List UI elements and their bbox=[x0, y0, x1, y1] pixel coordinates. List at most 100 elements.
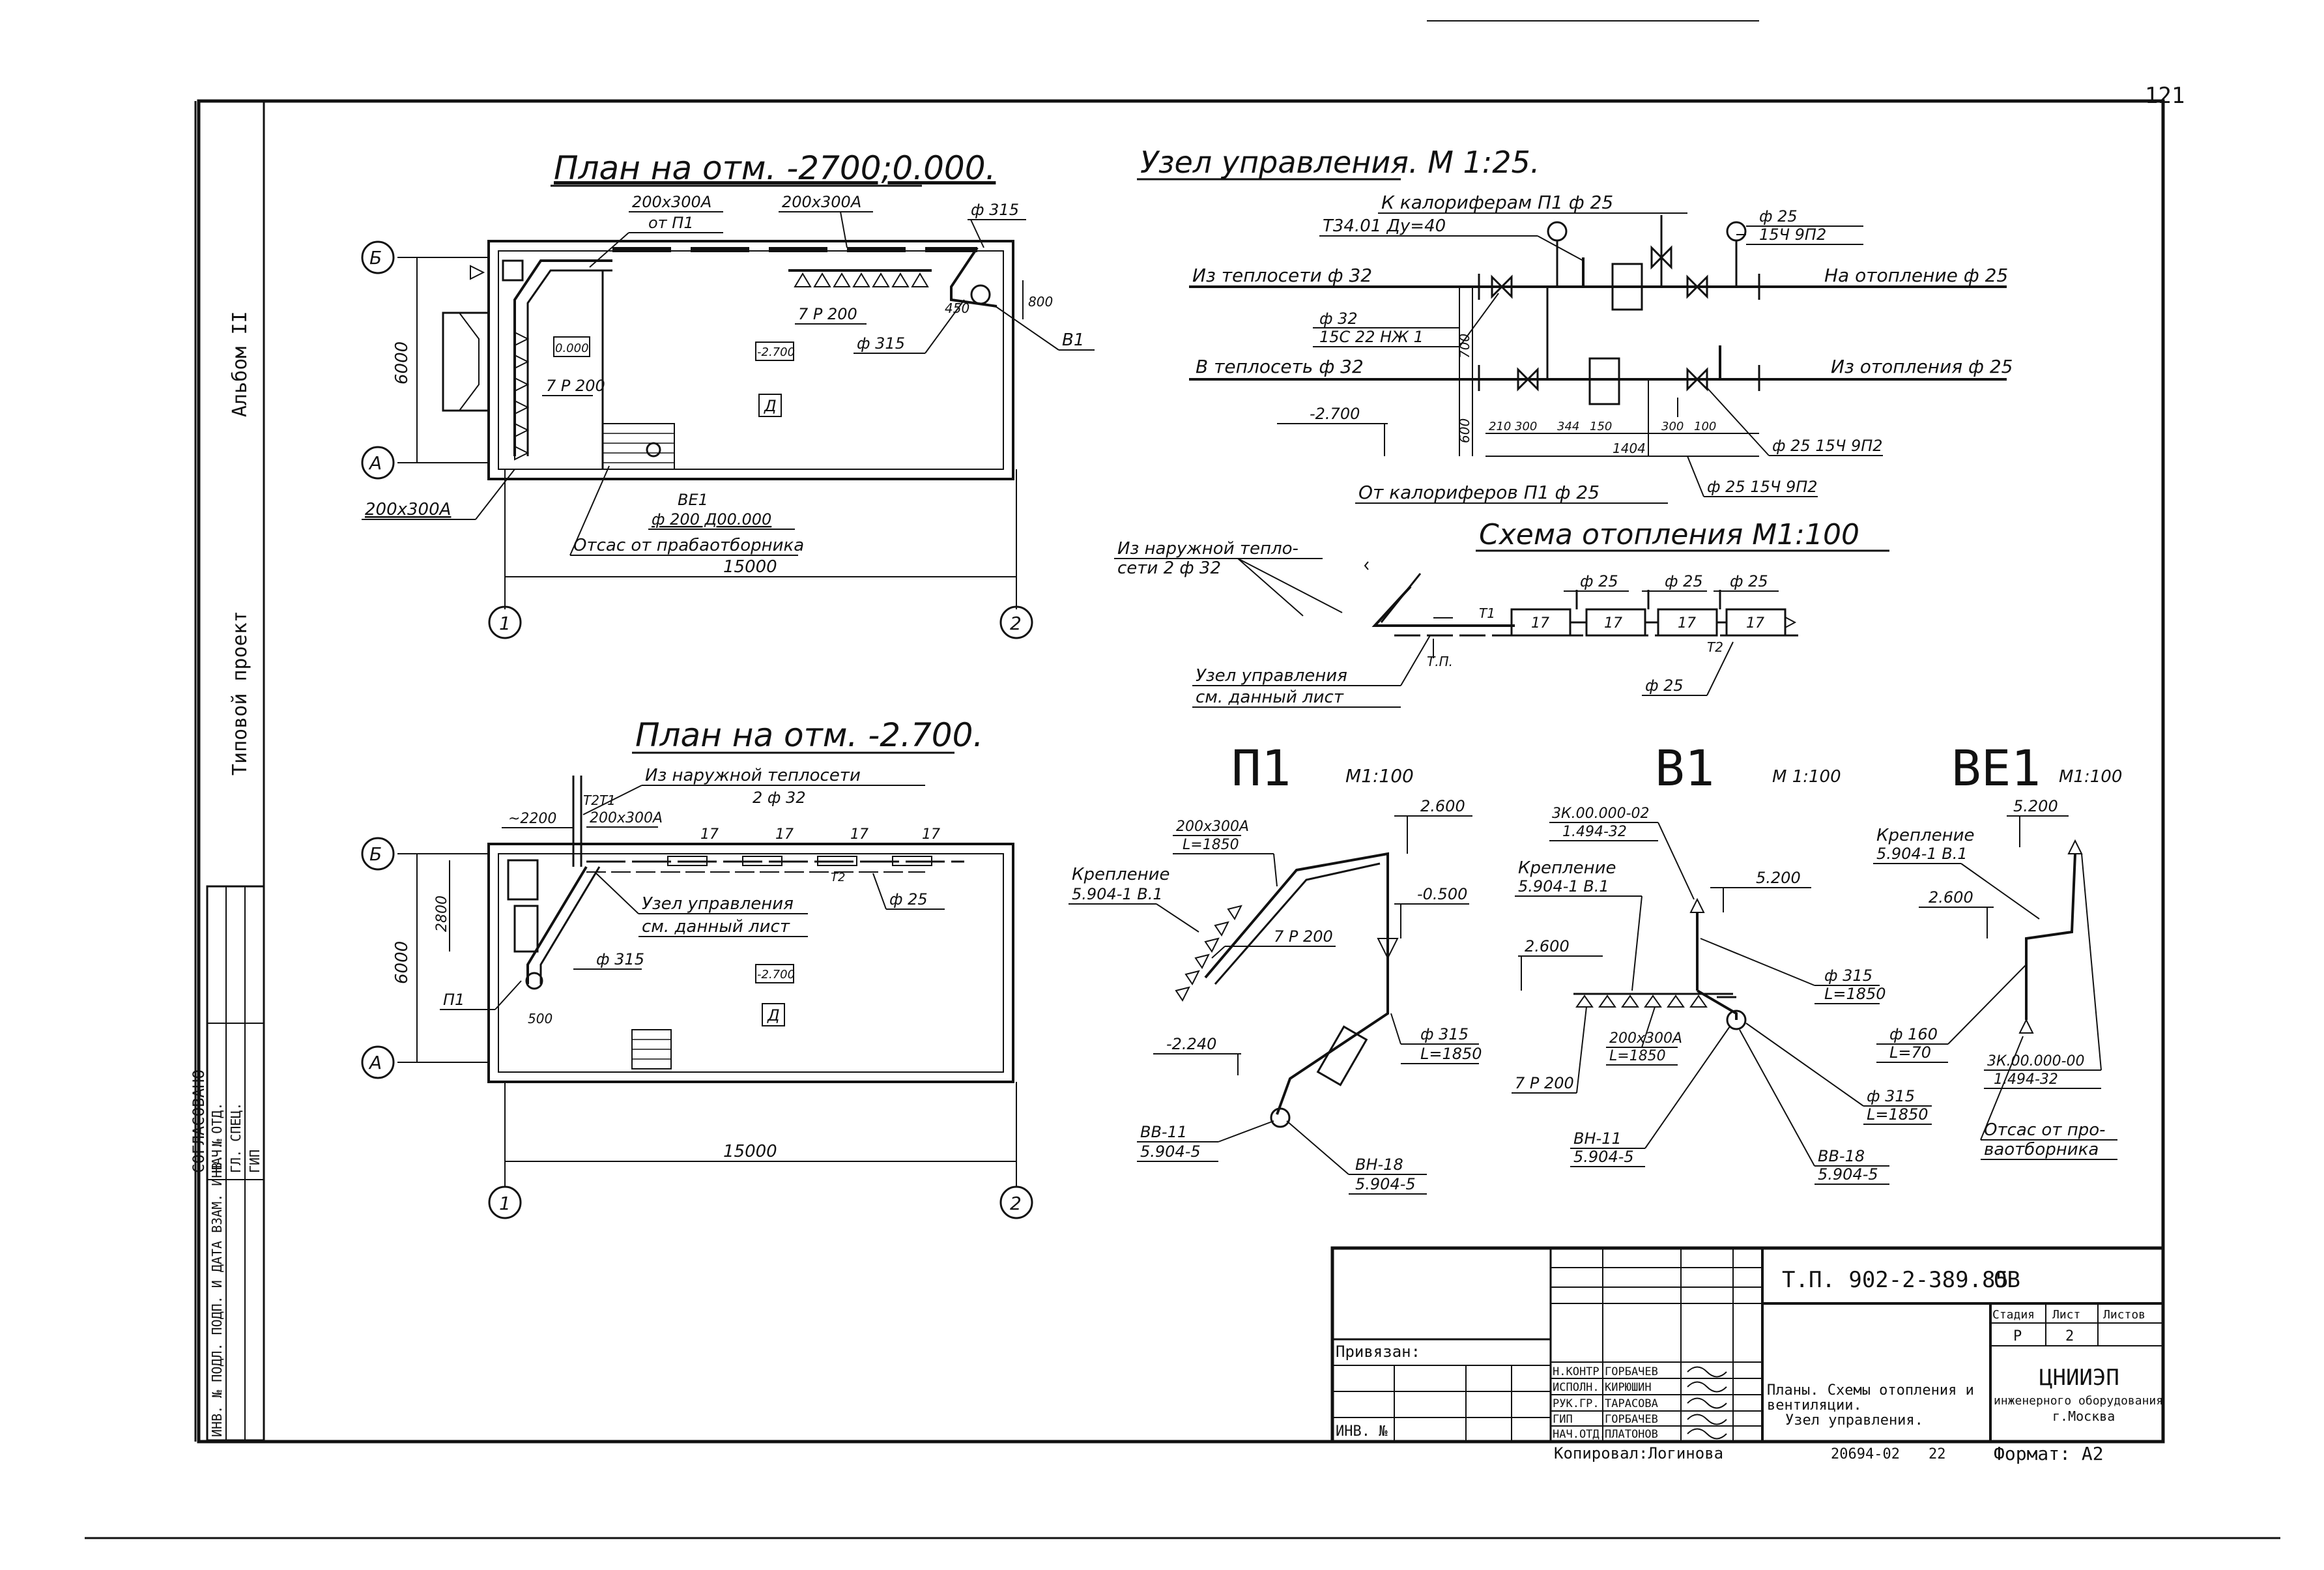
plan-bottom-axis-b: Б bbox=[369, 843, 382, 865]
signature-2 bbox=[1687, 1381, 1727, 1393]
node-d300a: 300 bbox=[1515, 420, 1537, 433]
plan-top-title: План на отм. -2700;0.000. bbox=[554, 149, 996, 187]
control-node: Узел управления. М 1:25. 700 600 bbox=[1137, 145, 2013, 504]
plan-bottom-heater-4: 17 bbox=[922, 826, 940, 843]
p1-vb11: ВВ-11 bbox=[1140, 1123, 1187, 1141]
stamp-doc-number: Т.П. 902-2-389.85 bbox=[1782, 1267, 2009, 1293]
title-block: Привязан: ИНВ. № Н.КОНТР ИСПОЛН. РУК.ГР.… bbox=[1330, 1246, 2165, 1464]
plan-bottom-axis-a: А bbox=[368, 1052, 382, 1073]
plan-bottom-node: Узел управления bbox=[642, 894, 794, 914]
be1-phi160-len: L=70 bbox=[1889, 1043, 1931, 1062]
plan-top-walls bbox=[487, 240, 1014, 480]
be1-mark-2600: 2.600 bbox=[1929, 888, 1973, 907]
node-from-heating: Из отопления ф 25 bbox=[1831, 356, 2013, 377]
node-to-heating: На отопление ф 25 bbox=[1824, 265, 2008, 286]
plan-bottom-axis-2: 2 bbox=[1010, 1193, 1022, 1214]
p1-vn18: ВН-18 bbox=[1355, 1156, 1403, 1174]
node-into-net: В теплосеть ф 32 bbox=[1196, 356, 1364, 377]
stamp-name-1: ГОРБАЧЕВ bbox=[1605, 1365, 1658, 1378]
plan-bottom-dim-2200: ~2200 bbox=[508, 811, 556, 827]
approval-row-1: НАЧ. ОТД. bbox=[209, 1103, 225, 1173]
b1-grille: 7 Р 200 bbox=[1515, 1074, 1574, 1092]
stamp-org-1: ЦНИИЭП bbox=[2039, 1365, 2119, 1391]
plan-top-axis-1: 1 bbox=[499, 613, 511, 634]
plan-top-phi315-b: ф 315 bbox=[857, 334, 905, 353]
be1-zk-sub: 1.494-32 bbox=[1994, 1071, 2058, 1088]
plan-top-length-dim: 15000 bbox=[723, 557, 777, 577]
b1-phi315b-len: L=1850 bbox=[1867, 1105, 1929, 1124]
stamp-role-1: Н.КОНТР bbox=[1553, 1365, 1600, 1378]
p1-mount-sub: 5.904-1 В.1 bbox=[1072, 885, 1163, 903]
heating-radiator-3: 17 bbox=[1678, 615, 1696, 632]
p1-fan-unit bbox=[1316, 1025, 1368, 1086]
stamp-name-5: ПЛАТОНОВ bbox=[1605, 1428, 1658, 1441]
approval-row-3: ГИП bbox=[247, 1150, 263, 1173]
node-valve-2: ф 25 15Ч 9П2 bbox=[1707, 478, 1818, 496]
node-phi32-sub: 15С 22 НЖ 1 bbox=[1319, 328, 1424, 346]
p1-vb11-sub: 5.904-5 bbox=[1140, 1142, 1201, 1161]
be1-otsos: Отсас от про- bbox=[1984, 1120, 2106, 1140]
b1-title: В1 bbox=[1655, 739, 1715, 797]
node-d150: 150 bbox=[1590, 420, 1612, 433]
plan-top-dim-450: 450 bbox=[945, 300, 969, 316]
heating-t1: Т1 bbox=[1479, 605, 1495, 621]
heating-from-net-2: сети 2 ф 32 bbox=[1117, 559, 1221, 578]
plan-bottom-heater-2: 17 bbox=[775, 826, 794, 843]
heating-title: Схема отопления М1:100 bbox=[1479, 518, 1859, 551]
p1-vn18-sub: 5.904-5 bbox=[1355, 1175, 1416, 1193]
plan-bottom: План на отм. -2.700. -2.700 Д Б bbox=[361, 716, 1033, 1219]
heating-tp: Т.П. bbox=[1427, 654, 1453, 669]
p1-phi315-len: L=1850 bbox=[1420, 1045, 1482, 1063]
heating-phi25-b: ф 25 bbox=[1665, 572, 1703, 590]
b1-scheme: В1 М 1:100 3К.00.000-02 1.494-32 Креплен… bbox=[1512, 739, 1932, 1185]
plan-top-room: Д bbox=[764, 397, 777, 415]
stamp-bound: Привязан: bbox=[1336, 1343, 1420, 1361]
stamp-order: 20694-02 bbox=[1831, 1446, 1900, 1462]
plan-bottom-mark: -2.700 bbox=[757, 968, 795, 981]
heating-phi25-c: ф 25 bbox=[1730, 572, 1768, 590]
project-label: Типовой проект bbox=[229, 611, 251, 776]
b1-zk-sub: 1.494-32 bbox=[1562, 824, 1627, 840]
plan-top-phi315-a: ф 315 bbox=[971, 201, 1019, 219]
p1-mark-mid: -0.500 bbox=[1417, 885, 1467, 903]
b1-zk: 3К.00.000-02 bbox=[1552, 806, 1650, 822]
node-phi32: ф 32 bbox=[1319, 310, 1358, 328]
plan-top-mark-2: -2.700 bbox=[757, 345, 795, 359]
heating-node-sub: см. данный лист bbox=[1196, 688, 1344, 707]
signature-4 bbox=[1687, 1414, 1727, 1425]
plan-top-duct-top2: 200x300А bbox=[782, 193, 861, 211]
b1-vv18: ВВ-18 bbox=[1818, 1147, 1865, 1165]
diffusers-top bbox=[788, 269, 932, 287]
node-t34: Т34.01 Ду=40 bbox=[1323, 216, 1446, 236]
be1-scheme: ВЕ1 М1:100 Крепление 5.904-1 В.1 5.200 2… bbox=[1873, 739, 2122, 1160]
p1-mark-low: -2.240 bbox=[1166, 1035, 1216, 1053]
b1-vn11: ВН-11 bbox=[1573, 1129, 1622, 1148]
b1-duct-len: L=1850 bbox=[1609, 1048, 1666, 1064]
p1-duct: 200x300А bbox=[1176, 819, 1249, 835]
b1-vv18-sub: 5.904-5 bbox=[1818, 1165, 1878, 1184]
b1-vn11-sub: 5.904-5 bbox=[1573, 1148, 1634, 1166]
stamp-org-2: инженерного оборудования bbox=[1994, 1394, 2163, 1408]
outer-frame bbox=[197, 99, 2165, 1444]
node-title: Узел управления. М 1:25. bbox=[1140, 145, 1540, 180]
be1-mount: Крепление bbox=[1876, 826, 1974, 845]
plan-bottom-width-dim: 6000 bbox=[392, 941, 412, 984]
plan-bottom-from-net: Из наружной теплосети bbox=[645, 766, 861, 785]
signature-5 bbox=[1687, 1428, 1727, 1440]
plan-bottom-t2: Т2 bbox=[831, 871, 845, 884]
node-to-heaters: К калориферам П1 ф 25 bbox=[1381, 192, 1613, 213]
plan-bottom-dim-500: 500 bbox=[528, 1011, 552, 1026]
plan-top-axis-a: А bbox=[368, 452, 382, 474]
heating-from-net: Из наружной тепло- bbox=[1117, 539, 1298, 559]
stamp-name-2: КИРЮШИН bbox=[1605, 1381, 1652, 1394]
plan-top-b1: В1 bbox=[1062, 330, 1084, 350]
approval-strip: СОГЛАСОВАНО НАЧ. ОТД. ГЛ. СПЕЦ. ГИП ИНВ.… bbox=[190, 885, 265, 1442]
plan-top-axis-b: Б bbox=[369, 247, 382, 269]
heating-phi25-a: ф 25 bbox=[1580, 572, 1618, 590]
plan-top: План на отм. -2700;0.000. bbox=[361, 149, 1095, 639]
node-d210: 210 bbox=[1489, 420, 1511, 433]
stamp-role-5: НАЧ.ОТД. bbox=[1553, 1428, 1606, 1441]
plan-top-dim-800: 800 bbox=[1028, 294, 1053, 310]
plan-top-duct-top1-sub: от П1 bbox=[648, 214, 694, 232]
